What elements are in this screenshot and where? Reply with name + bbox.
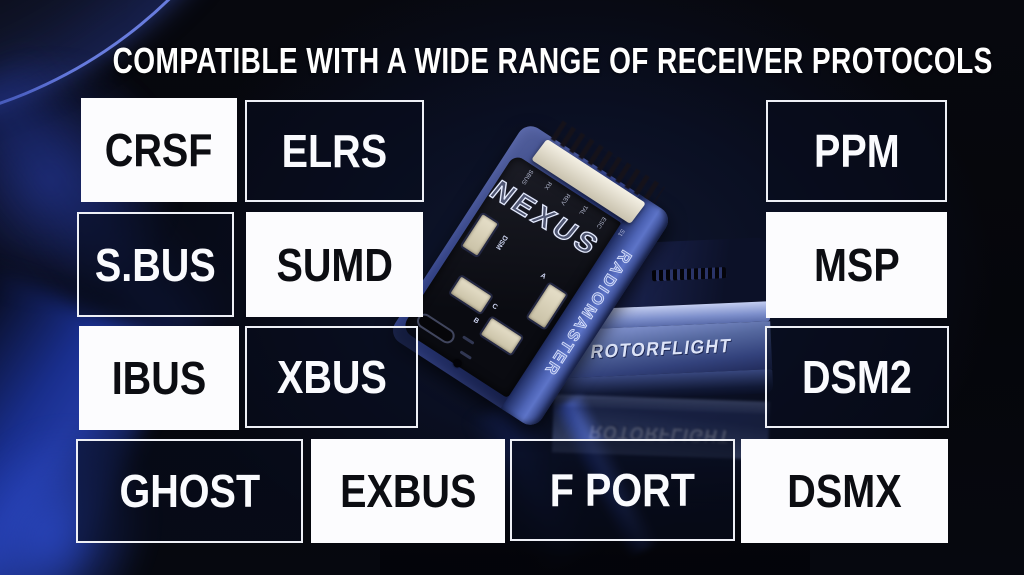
protocol-badge-dsmx: DSMX [741,439,948,543]
protocol-label: PPM [813,125,900,177]
protocol-badge-dsm2: DSM2 [765,326,949,428]
pin-label: ESC [595,215,607,230]
protocol-badge-sumd: SUMD [246,212,423,317]
protocol-label: IBUS [111,352,207,404]
protocol-badge-ibus: IBUS [79,326,239,430]
protocol-label: F PORT [549,464,696,516]
protocol-badge-ghost: GHOST [76,439,303,543]
protocol-label: SUMD [276,238,393,291]
protocol-label: DSMX [787,465,902,517]
pin-label: SBUS [519,168,534,186]
protocol-label: ELRS [281,125,388,177]
protocol-badge-exbus: EXBUS [311,439,505,543]
rotorflight-logo: ROTORFLIGHT [589,335,734,364]
protocol-label: S.BUS [95,238,216,291]
headline: COMPATIBLE WITH A WIDE RANGE OF RECEIVER… [112,40,993,81]
protocol-badge-crsf: CRSF [81,98,237,202]
protocol-label: MSP [813,239,900,291]
protocol-badge-elrs: ELRS [245,100,424,202]
pin-label: RX [542,180,552,191]
protocol-label: DSM2 [802,351,912,403]
protocol-label: EXBUS [339,465,477,517]
protocol-badge-fport: F PORT [510,439,735,541]
pin-label: REV [558,191,571,206]
protocol-badge-xbus: XBUS [245,326,418,428]
case-pin-header [651,267,727,282]
protocol-badge-sbus: S.BUS [77,212,234,317]
protocol-badge-msp: MSP [766,212,947,318]
protocol-label: XBUS [276,351,387,403]
protocol-label: GHOST [119,465,260,517]
pin-label: TAL [577,203,589,216]
protocol-badge-ppm: PPM [766,100,947,202]
protocol-label: CRSF [105,124,213,176]
